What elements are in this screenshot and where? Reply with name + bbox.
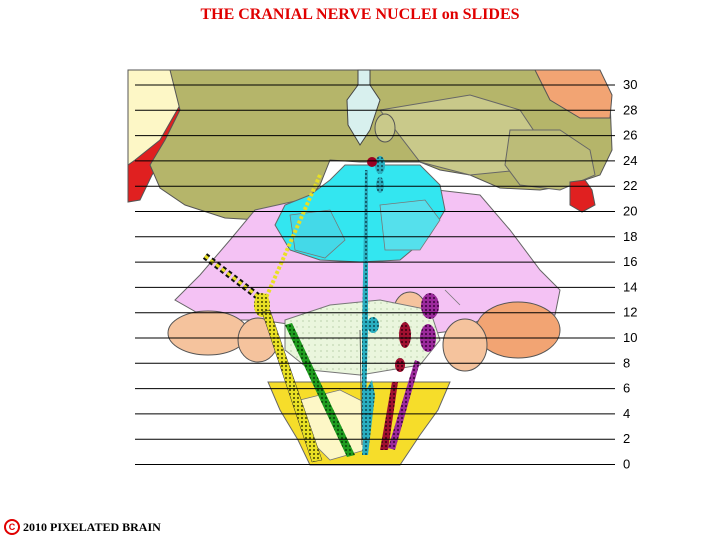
small-oval [374,113,396,143]
yellow-thin-tract [263,174,322,301]
level-label-12: 12 [623,305,637,320]
footer-text: 2010 PIXELATED BRAIN [23,519,161,534]
level-label-30: 30 [623,77,637,92]
orange-region-top-right [534,69,613,119]
cyan-nucleus-mid [376,177,384,193]
level-label-22: 22 [623,178,637,193]
level-label-10: 10 [623,330,637,345]
level-label-26: 26 [623,128,637,143]
cyan-nucleus-top [375,156,385,174]
yellow-dashed-tract-inner [204,254,261,300]
level-label-14: 14 [623,279,637,294]
level-label-4: 4 [623,406,630,421]
cyan-nucleus-lower [367,317,379,333]
footer: C 2010 PIXELATED BRAIN [4,519,161,535]
red-nucleus-top [367,157,377,167]
level-label-0: 0 [623,457,630,472]
cyan-inner-left [289,209,346,259]
level-label-20: 20 [623,204,637,219]
level-label-18: 18 [623,229,637,244]
boundary-line-left [359,329,363,446]
red-nucleus-1 [399,322,411,348]
level-label-6: 6 [623,381,630,396]
peach-oval-right [442,318,488,372]
aqueduct [346,69,381,146]
red-nucleus-tail [380,382,398,450]
page-title: THE CRANIAL NERVE NUCLEI on SLIDES [200,6,520,23]
orange-oval-right [475,301,561,359]
copyright-icon: C [4,519,20,535]
cyan-nucleus-column [362,170,368,440]
red-region-right [569,179,596,213]
level-label-24: 24 [623,153,637,168]
peach-oval-left [167,310,249,356]
level-label-8: 8 [623,355,630,370]
level-label-2: 2 [623,431,630,446]
level-label-16: 16 [623,254,637,269]
cyan-inner-right [379,199,441,251]
red-nucleus-2 [395,358,405,372]
green-nucleus-column [285,323,355,457]
purple-nucleus-1 [421,293,439,319]
boundary-line-right [444,289,461,306]
yellow-nucleus-column [261,309,323,463]
level-label-28: 28 [623,102,637,117]
cyan-nucleus-bottom [362,380,375,455]
purple-nucleus-tail [388,360,420,450]
